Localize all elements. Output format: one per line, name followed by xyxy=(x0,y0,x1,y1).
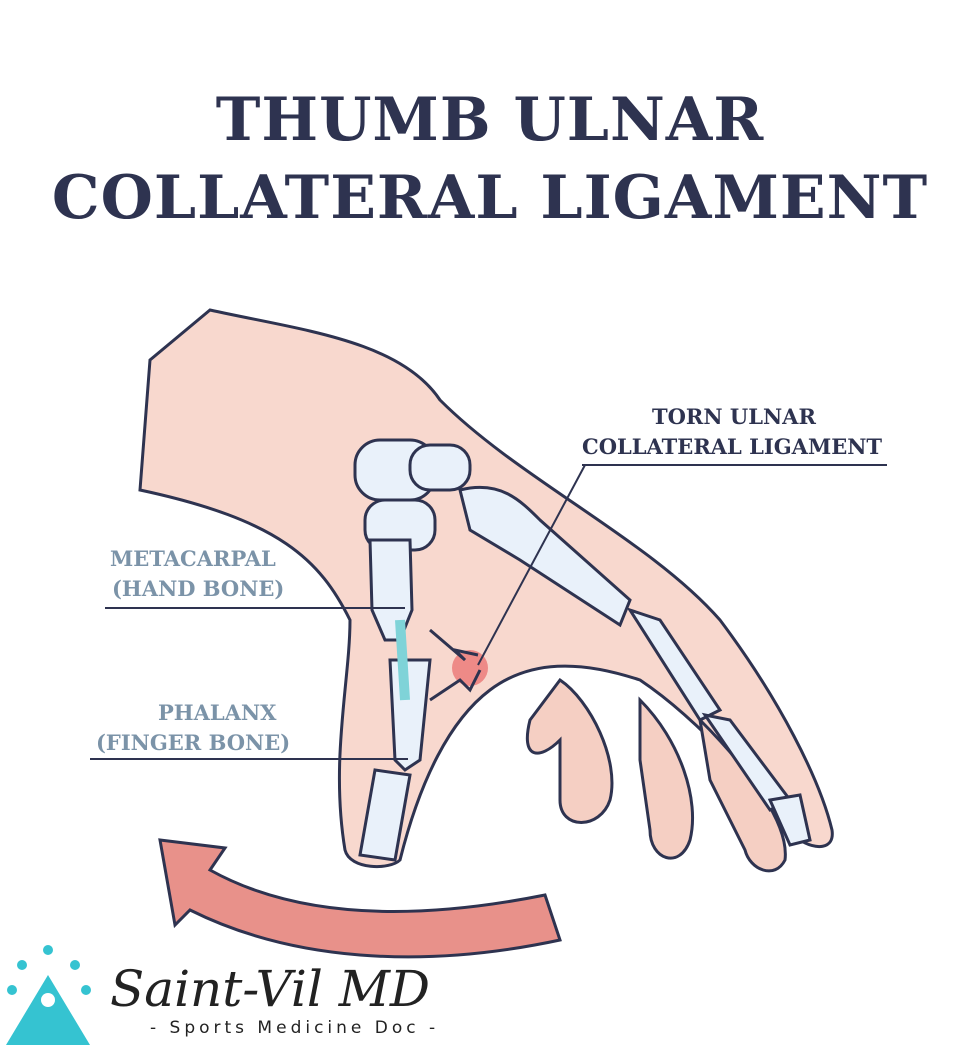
metacarpal-label-line-1: METACARPAL xyxy=(110,546,276,571)
tear-site-highlight xyxy=(452,650,488,686)
hand-skin xyxy=(138,308,834,869)
torn-label-line-1: TORN ULNAR xyxy=(652,404,816,429)
metacarpal-label-line-2: (HAND BONE) xyxy=(112,576,285,601)
ligament xyxy=(395,619,410,701)
torn-label-line-2: COLLATERAL LIGAMENT xyxy=(582,434,883,459)
finger xyxy=(638,696,695,860)
phalanx-label-line-1: PHALANX xyxy=(158,700,277,725)
phalanx-leader-line xyxy=(90,758,408,760)
logo-name: Saint-Vil MD xyxy=(110,960,430,1018)
logo-icon xyxy=(6,945,91,1045)
title-line-1: THUMB ULNAR xyxy=(215,85,765,155)
logo-tagline: - Sports Medicine Doc - xyxy=(150,1018,440,1038)
title-line-2: COLLATERAL LIGAMENT xyxy=(51,163,929,233)
phalanx-label-line-2: (FINGER BONE) xyxy=(96,730,291,755)
rotation-arrow xyxy=(158,838,562,959)
torn-leader-line xyxy=(477,464,586,666)
torn-label-underline xyxy=(582,464,887,466)
torn-ligament xyxy=(429,628,482,702)
metacarpal-leader-line xyxy=(105,607,405,609)
finger xyxy=(525,677,614,824)
